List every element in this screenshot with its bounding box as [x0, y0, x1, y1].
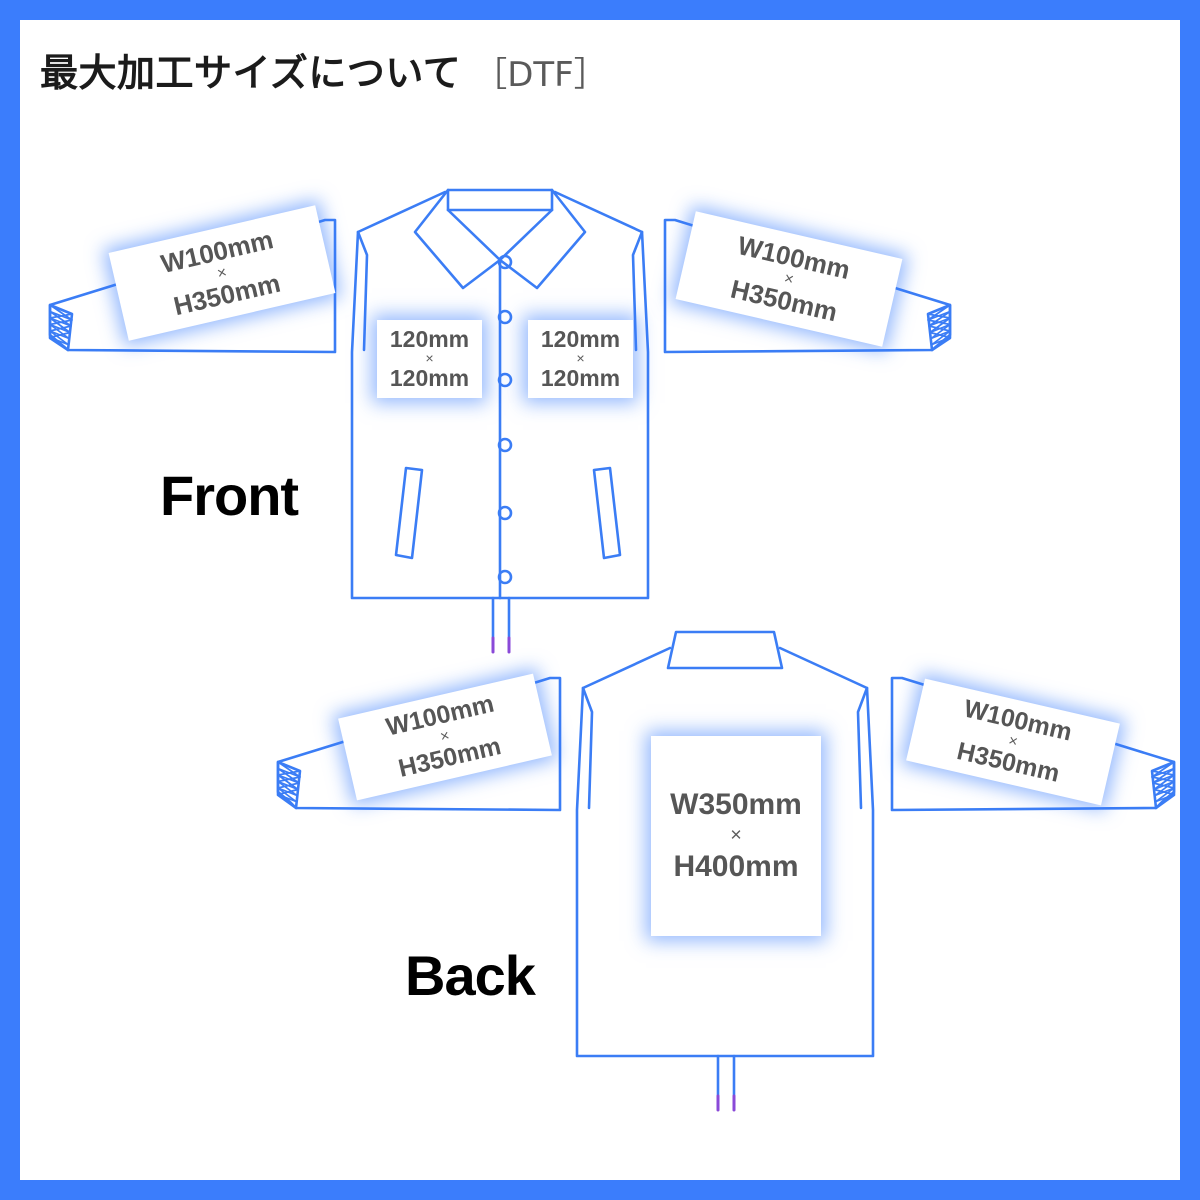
label-separator-icon: ×	[576, 350, 585, 367]
label-height-value: 120mm	[389, 365, 470, 392]
label-separator-icon: ×	[730, 824, 742, 847]
page-title: 最大加工サイズについて ［DTF］	[40, 42, 608, 97]
diagram-canvas: 最大加工サイズについて ［DTF］	[20, 20, 1180, 1180]
page-title-method-tag: ［DTF］	[473, 55, 608, 95]
front-jacket-illustration	[48, 188, 952, 654]
print-area-label-back-center: W350mm × H400mm	[651, 736, 821, 936]
label-width-value: 120mm	[389, 325, 470, 352]
label-width-value: 120mm	[540, 325, 621, 352]
label-width-value: W350mm	[670, 788, 802, 822]
label-height-value: H400mm	[673, 849, 799, 883]
view-caption-back: Back	[405, 944, 536, 1007]
page-title-main: 最大加工サイズについて	[40, 51, 462, 95]
back-jacket-illustration	[276, 630, 1176, 1112]
label-height-value: 120mm	[540, 365, 621, 392]
print-area-label-front-chest-right: 120mm × 120mm	[528, 320, 633, 398]
print-area-label-front-chest-left: 120mm × 120mm	[377, 320, 482, 398]
label-separator-icon: ×	[425, 350, 434, 367]
view-caption-front: Front	[160, 464, 299, 527]
